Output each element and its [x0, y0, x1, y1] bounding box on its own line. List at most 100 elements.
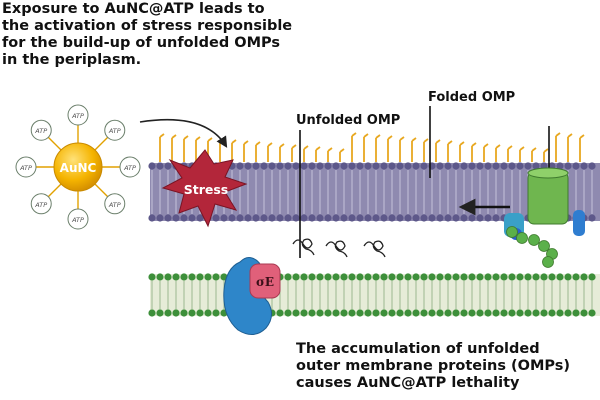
lipid-head: [572, 162, 580, 170]
unfolded-chain: [325, 240, 348, 258]
lipid-head: [164, 273, 172, 281]
lipid-head: [460, 309, 468, 317]
lipid-head: [196, 214, 204, 222]
lipid-head: [372, 273, 380, 281]
lipid-head: [484, 162, 492, 170]
lps-branch: [507, 145, 513, 150]
lipid-head: [284, 214, 292, 222]
lipid-head: [460, 162, 468, 170]
lipid-head: [172, 273, 180, 281]
lipid-head: [396, 309, 404, 317]
lipid-head: [396, 214, 404, 222]
lipid-head: [476, 309, 484, 317]
atp-ligand: [30, 193, 52, 215]
unfolded-chain: [363, 240, 386, 258]
lipid-head: [492, 214, 500, 222]
lipid-head: [484, 309, 492, 317]
atp-ligand-label: ATP: [71, 112, 84, 120]
lps-branch: [495, 144, 501, 149]
lipid-head: [468, 162, 476, 170]
lipid-head: [204, 309, 212, 317]
lipid-head: [340, 273, 348, 281]
lps-branch: [423, 138, 429, 143]
atp-ligand-label: ATP: [19, 164, 32, 172]
lipid-head: [188, 273, 196, 281]
bottom-caption: The accumulation of unfolded outer membr…: [296, 341, 570, 392]
lipid-head: [372, 214, 380, 222]
lipid-head: [420, 214, 428, 222]
lps-branch: [303, 145, 309, 150]
lipid-head: [404, 162, 412, 170]
lipid-head: [220, 214, 228, 222]
top-caption-line: in the periplasm.: [2, 52, 142, 68]
lipid-head: [212, 214, 220, 222]
lps-branch: [231, 139, 237, 144]
lps-branch: [351, 132, 357, 137]
lipid-head: [468, 273, 476, 281]
lipid-head: [356, 162, 364, 170]
atp-ligand: [119, 156, 141, 178]
unfolded-omp-marker: Unfolded OMP: [296, 113, 400, 258]
lipid-head: [364, 273, 372, 281]
lps-branch: [387, 135, 393, 140]
lipid-head: [324, 214, 332, 222]
lipid-head: [180, 309, 188, 317]
lipid-head: [348, 309, 356, 317]
lipid-head: [404, 309, 412, 317]
lipid-head: [476, 162, 484, 170]
lipid-head: [308, 214, 316, 222]
lipid-head: [452, 273, 460, 281]
lipid-head: [580, 273, 588, 281]
lipid-head: [492, 273, 500, 281]
lipid-head: [364, 214, 372, 222]
folded-omp-label: Folded OMP: [428, 90, 515, 105]
lipid-head: [292, 309, 300, 317]
lipid-head: [380, 309, 388, 317]
lps-branch: [183, 135, 189, 140]
atp-ligand: [15, 156, 37, 178]
lipid-head: [284, 273, 292, 281]
lipid-head: [156, 162, 164, 170]
lipid-head: [532, 309, 540, 317]
lps-branch: [519, 146, 525, 151]
lipid-head: [524, 273, 532, 281]
lipid-head: [244, 162, 252, 170]
lipid-head: [564, 162, 572, 170]
lipid-head: [316, 309, 324, 317]
lipid-head: [340, 162, 348, 170]
lipid-head: [180, 273, 188, 281]
lps-branch: [399, 136, 405, 141]
lipid-head: [380, 273, 388, 281]
lipid-head: [308, 309, 316, 317]
lipid-head: [380, 214, 388, 222]
lipid-head: [396, 273, 404, 281]
potra-bead: [516, 232, 528, 244]
lipid-head: [148, 162, 156, 170]
lps-branch: [543, 148, 549, 153]
atp-ligand: [30, 119, 52, 141]
lipid-head: [316, 162, 324, 170]
atp-ligand-label: ATP: [71, 216, 84, 224]
bottom-caption-line: outer membrane proteins (OMPs): [296, 358, 571, 374]
lipid-head: [436, 162, 444, 170]
lipid-head: [396, 162, 404, 170]
lipid-head: [300, 309, 308, 317]
lipid-head: [164, 214, 172, 222]
lipid-head: [460, 214, 468, 222]
lipid-head: [532, 273, 540, 281]
lipid-head: [404, 273, 412, 281]
lipid-head: [412, 162, 420, 170]
lipid-head: [244, 214, 252, 222]
lps-branch: [171, 134, 177, 139]
atp-ligand: [104, 193, 126, 215]
lipid-head: [532, 162, 540, 170]
top-caption-line: for the build-up of unfolded OMPs: [2, 35, 280, 51]
lipid-head: [196, 273, 204, 281]
lipid-head: [524, 309, 532, 317]
atp-ligand-label: ATP: [34, 127, 47, 135]
lipid-head: [588, 273, 596, 281]
inner-membrane: [148, 273, 600, 317]
lipid-head: [492, 162, 500, 170]
bam-barrel-top: [527, 167, 569, 179]
